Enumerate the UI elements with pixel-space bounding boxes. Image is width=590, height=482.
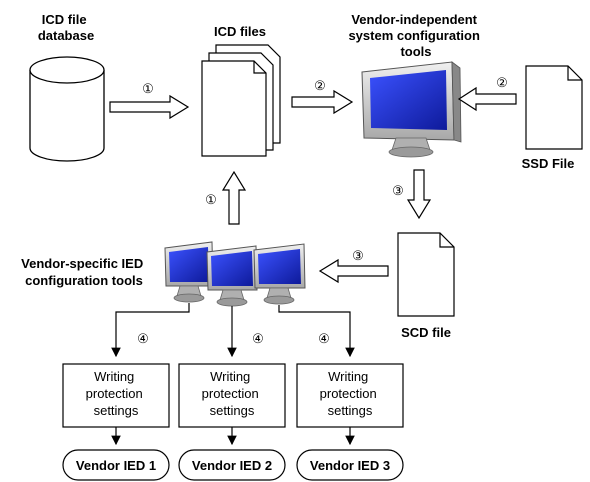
ied-tool-monitor-icon-1 — [164, 241, 214, 303]
vendor-ied-2: Vendor IED 2 — [178, 449, 286, 481]
step-4-ied3: ④ — [318, 332, 330, 347]
scd-document-icon — [397, 232, 455, 317]
step-1-db: ① — [142, 82, 154, 97]
arrow-tools-to-icd — [221, 170, 247, 225]
svg-text:Writing protection: Writing protection settings — [86, 369, 147, 418]
arrow-icd-to-system — [291, 89, 354, 115]
icd-files-label: ICD files — [214, 24, 266, 39]
step-4-ied2: ④ — [252, 332, 264, 347]
arrow-scd-to-tools — [318, 258, 389, 284]
writing-box-1: Writing protection settings — [62, 363, 170, 428]
step-3-system: ③ — [392, 184, 404, 199]
icd-files-stack-icon — [201, 44, 281, 157]
system-tools-label: Vendor-independent system configuration … — [348, 12, 483, 59]
ssd-document-icon — [525, 65, 583, 150]
icd-database-label: ICD file database — [38, 12, 94, 43]
svg-text:Writing protection: Writing protection settings — [320, 369, 381, 418]
svg-text:Vendor IED 3: Vendor IED 3 — [310, 458, 390, 473]
connector-ied-1 — [111, 303, 190, 358]
step-1-tools: ① — [205, 193, 217, 208]
ied-tools-label: Vendor-specific IED configuration tools — [21, 256, 147, 288]
system-monitor-icon — [361, 61, 462, 158]
svg-text:Vendor IED 2: Vendor IED 2 — [192, 458, 272, 473]
ied-tool-monitor-icon-3 — [253, 243, 306, 305]
svg-text:Vendor IED 1: Vendor IED 1 — [76, 458, 156, 473]
vendor-ied-1: Vendor IED 1 — [62, 449, 170, 481]
svg-text:Writing protection: Writing protection settings — [202, 369, 263, 418]
scd-file-label: SCD file — [401, 325, 451, 340]
step-2-ssd: ② — [496, 76, 508, 91]
writing-box-2: Writing protection settings — [178, 363, 286, 428]
arrow-db-to-icd — [109, 94, 190, 120]
connector-ied-3 — [278, 305, 355, 358]
vendor-ied-3: Vendor IED 3 — [296, 449, 404, 481]
writing-box-3: Writing protection settings — [296, 363, 404, 428]
step-2-icd: ② — [314, 79, 326, 94]
step-4-ied1: ④ — [137, 332, 149, 347]
database-cylinder-icon — [29, 56, 105, 162]
arrow-system-to-scd — [406, 169, 432, 220]
arrow-ssd-to-system — [457, 86, 517, 112]
ssd-file-label: SSD File — [522, 156, 575, 171]
step-3-scd: ③ — [352, 249, 364, 264]
ied-tool-monitor-icon-2 — [206, 245, 258, 307]
